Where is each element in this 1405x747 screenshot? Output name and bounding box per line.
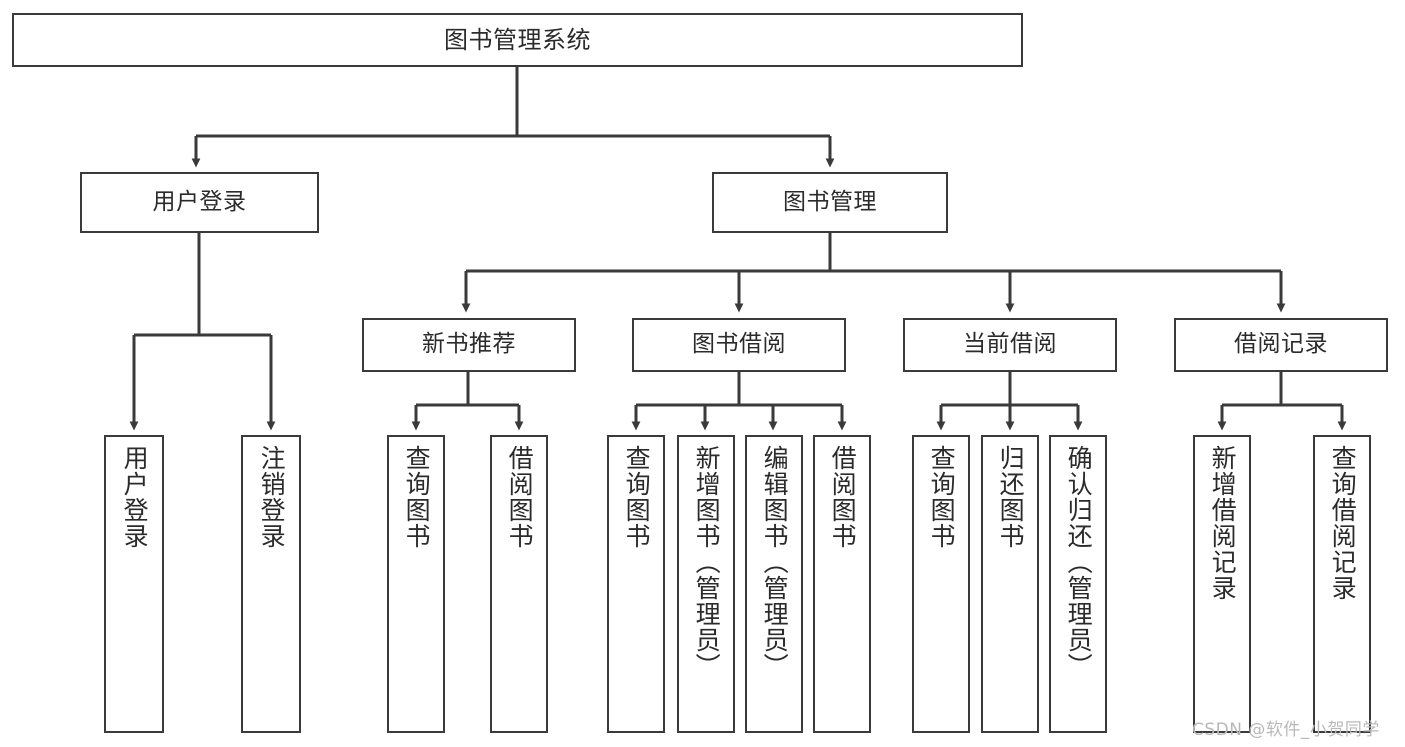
leaf-query-book-recommend-label: 查询图书 <box>402 445 432 549</box>
node-user-login[interactable]: 用户登录 <box>80 172 319 233</box>
node-borrow-records-label: 借阅记录 <box>1234 331 1328 358</box>
node-user-login-label: 用户登录 <box>152 188 247 215</box>
leaf-borrow-book-label: 借阅图书 <box>828 445 858 549</box>
leaf-query-borrow-record[interactable]: 查询借阅记录 <box>1313 435 1371 733</box>
leaf-user-login[interactable]: 用户登录 <box>104 435 164 733</box>
node-book-management-label: 图书管理 <box>783 188 877 215</box>
leaf-edit-book-admin-label: 编辑图书（管理员） <box>760 445 790 679</box>
node-current-borrow[interactable]: 当前借阅 <box>903 318 1117 372</box>
leaf-query-borrow-record-label: 查询借阅记录 <box>1328 445 1358 601</box>
node-current-borrow-label: 当前借阅 <box>963 331 1057 358</box>
leaf-query-book-borrow[interactable]: 查询图书 <box>607 435 665 733</box>
leaf-return-book[interactable]: 归还图书 <box>981 435 1039 733</box>
leaf-add-book-admin[interactable]: 新增图书（管理员） <box>677 435 735 733</box>
leaf-query-book-recommend[interactable]: 查询图书 <box>387 435 445 733</box>
node-new-book-recommend-label: 新书推荐 <box>422 331 516 358</box>
leaf-borrow-book[interactable]: 借阅图书 <box>813 435 871 733</box>
leaf-add-book-admin-label: 新增图书（管理员） <box>692 445 722 679</box>
leaf-return-book-label: 归还图书 <box>996 445 1026 549</box>
node-book-borrow[interactable]: 图书借阅 <box>632 318 846 372</box>
leaf-add-borrow-record[interactable]: 新增借阅记录 <box>1193 435 1251 733</box>
watermark: CSDN @软件_小贺同学 <box>1192 720 1380 740</box>
leaf-add-borrow-record-label: 新增借阅记录 <box>1208 445 1238 601</box>
leaf-borrow-book-recommend-label: 借阅图书 <box>505 445 535 549</box>
node-root[interactable]: 图书管理系统 <box>12 13 1023 67</box>
leaf-query-book-borrow-label: 查询图书 <box>622 445 652 549</box>
node-new-book-recommend[interactable]: 新书推荐 <box>362 318 576 372</box>
node-book-management[interactable]: 图书管理 <box>712 172 948 233</box>
leaf-edit-book-admin[interactable]: 编辑图书（管理员） <box>745 435 803 733</box>
leaf-confirm-return-admin[interactable]: 确认归还（管理员） <box>1049 435 1107 733</box>
leaf-logout[interactable]: 注销登录 <box>241 435 301 733</box>
node-root-label: 图书管理系统 <box>444 25 591 54</box>
leaf-user-login-label: 用户登录 <box>120 445 150 549</box>
leaf-query-book-current[interactable]: 查询图书 <box>912 435 970 733</box>
leaf-borrow-book-recommend[interactable]: 借阅图书 <box>490 435 548 733</box>
node-borrow-records[interactable]: 借阅记录 <box>1174 318 1388 372</box>
leaf-confirm-return-admin-label: 确认归还（管理员） <box>1064 445 1094 679</box>
leaf-query-book-current-label: 查询图书 <box>927 445 957 549</box>
node-book-borrow-label: 图书借阅 <box>692 331 786 358</box>
leaf-logout-label: 注销登录 <box>257 445 287 549</box>
